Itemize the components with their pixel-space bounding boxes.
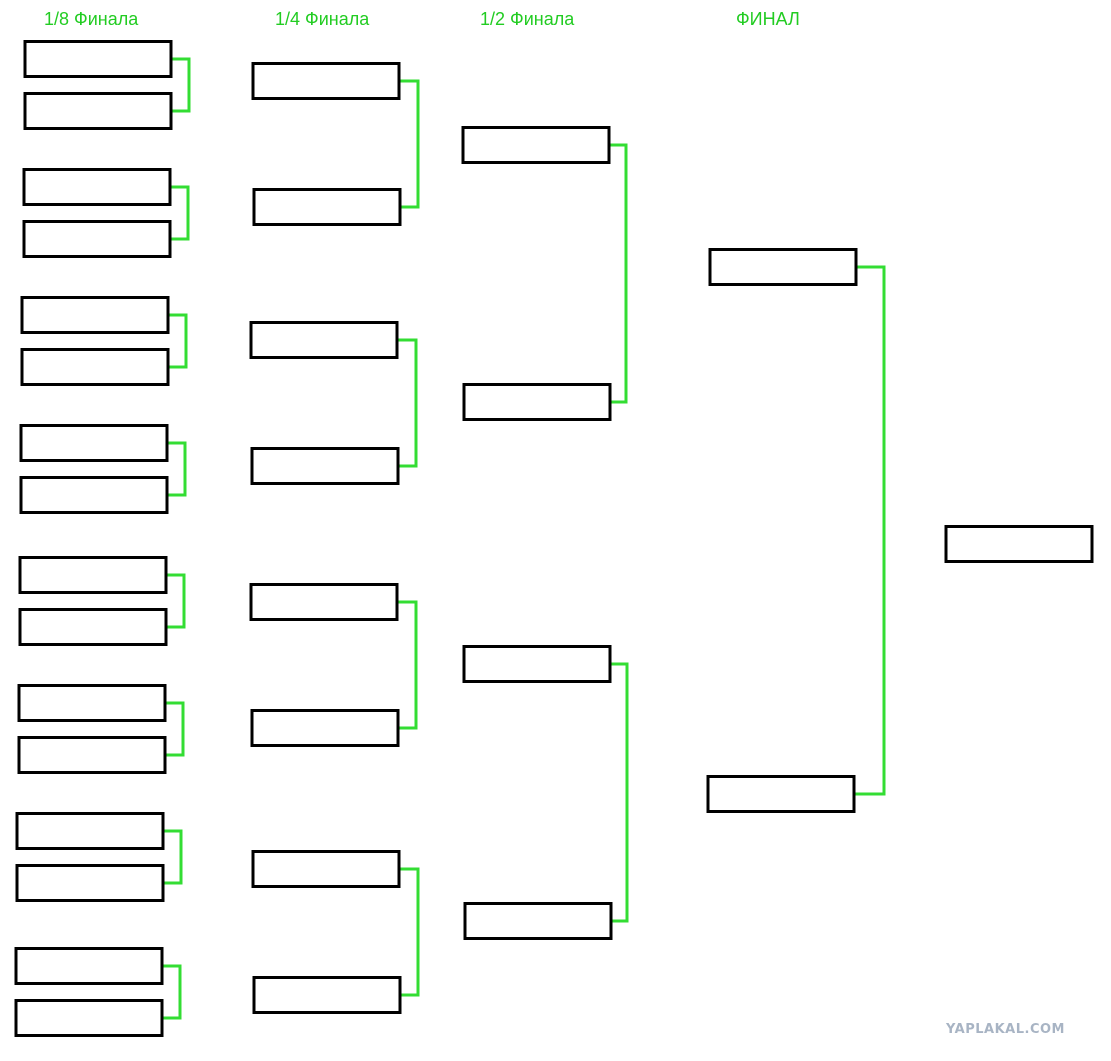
slot-qf-8 [252,976,402,1014]
round-title-sf: 1/2 Финала [480,9,575,29]
slot-r16-10 [18,608,168,646]
slot-qf-2 [252,188,402,226]
slot-sf-4 [463,902,613,940]
slot-sf-1 [461,126,611,164]
slot-qf-3 [249,321,399,359]
connector-r16-7 [163,829,183,885]
slot-r16-13 [15,812,165,850]
connector-r16-3 [168,313,188,369]
slot-r16-16 [14,999,164,1037]
slot-r16-5 [20,296,170,334]
connector-r16-5 [166,573,186,629]
connector-final-1 [854,265,886,796]
slot-qf-6 [250,709,400,747]
connector-r16-8 [162,964,182,1020]
connector-r16-1 [171,57,191,113]
slot-final-1 [708,248,858,286]
connector-sf-2 [610,662,629,923]
connector-r16-4 [167,441,187,497]
slot-r16-14 [15,864,165,902]
slot-r16-1 [23,40,173,78]
connector-sf-1 [609,143,628,404]
connector-qf-3 [397,600,418,730]
watermark-logo: YAPLAKAL.COM [946,1022,1065,1037]
round-title-qf: 1/4 Финала [275,9,370,29]
slot-r16-6 [20,348,170,386]
slot-r16-12 [17,736,167,774]
round-title-r16: 1/8 Финала [44,9,139,29]
slot-r16-11 [17,684,167,722]
connector-r16-2 [170,185,190,241]
slot-final-2 [706,775,856,813]
slot-r16-15 [14,947,164,985]
slot-qf-4 [250,447,400,485]
connector-qf-2 [397,338,418,468]
slot-r16-2 [23,92,173,130]
connector-r16-6 [165,701,185,757]
slot-sf-3 [462,645,612,683]
round-title-final: ФИНАЛ [736,9,800,29]
slot-r16-7 [19,424,169,462]
slot-r16-3 [22,168,172,206]
slot-r16-9 [18,556,168,594]
slot-sf-2 [462,383,612,421]
slot-qf-7 [251,850,401,888]
slot-r16-8 [19,476,169,514]
slot-qf-5 [249,583,399,621]
slot-winner-1 [944,525,1094,563]
connector-qf-4 [399,867,420,997]
slot-r16-4 [22,220,172,258]
connector-qf-1 [399,79,420,209]
slot-qf-1 [251,62,401,100]
